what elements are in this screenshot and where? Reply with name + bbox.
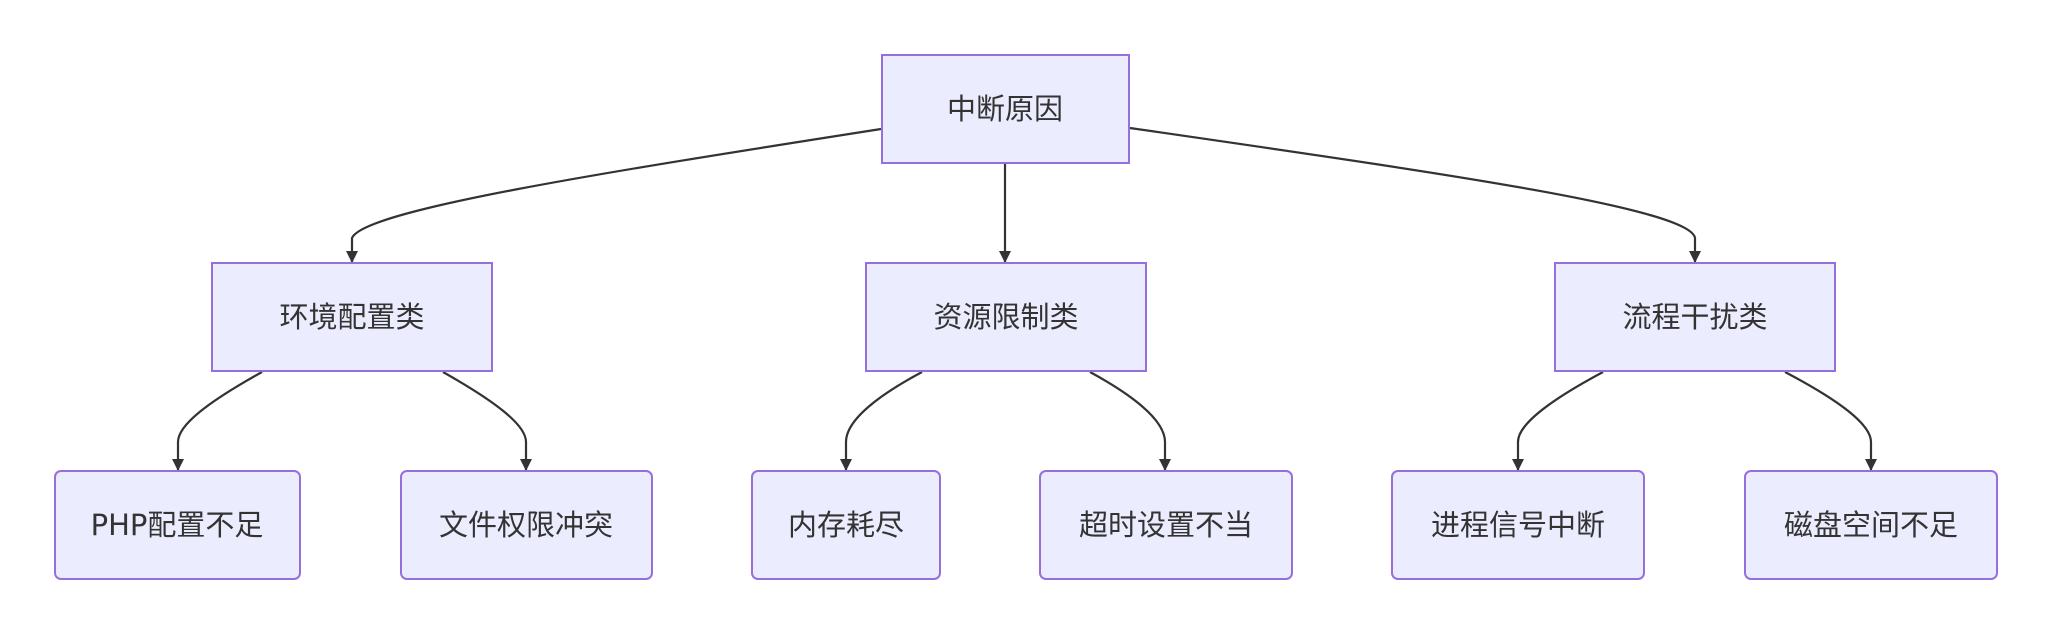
- node-env-box: [211, 262, 493, 372]
- node-php-box: [54, 470, 301, 580]
- node-signal-label: 进程信号中断: [1431, 508, 1605, 542]
- node-root-label: 中断原因: [947, 92, 1063, 126]
- edge-env-perm: [442, 371, 532, 471]
- node-perm-box: [400, 470, 653, 580]
- node-signal: 进程信号中断: [1391, 470, 1645, 580]
- node-process-label: 流程干扰类: [1622, 300, 1767, 334]
- edge-resource-mem: [840, 371, 923, 471]
- node-resource-label: 资源限制类: [933, 300, 1078, 334]
- node-perm-label: 文件权限冲突: [439, 508, 613, 542]
- node-php-label: PHP配置不足: [91, 508, 264, 542]
- node-timeout-label: 超时设置不当: [1079, 508, 1253, 542]
- node-timeout-box: [1039, 470, 1293, 580]
- edges: [172, 126, 1877, 471]
- node-disk-label: 磁盘空间不足: [1784, 508, 1958, 542]
- edge-env-php: [172, 371, 263, 471]
- node-root-box: [881, 54, 1130, 164]
- node-env-label: 环境配置类: [279, 300, 424, 334]
- node-php: PHP配置不足: [54, 470, 301, 580]
- node-timeout: 超时设置不当: [1039, 470, 1293, 580]
- node-resource: 资源限制类: [865, 262, 1147, 372]
- node-resource-box: [865, 262, 1147, 372]
- edge-root-process: [1129, 126, 1701, 263]
- node-process-box: [1554, 262, 1836, 372]
- node-process: 流程干扰类: [1554, 262, 1836, 372]
- node-disk: 磁盘空间不足: [1744, 470, 1998, 580]
- node-mem: 内存耗尽: [751, 470, 941, 580]
- edge-root-env: [346, 127, 882, 263]
- node-root: 中断原因: [881, 54, 1130, 164]
- edge-process-signal: [1512, 371, 1604, 471]
- nodes: 中断原因 环境配置类 资源限制类 流程干扰类 PHP配置不足 文件权限冲突 内存…: [54, 54, 1998, 580]
- node-mem-label: 内存耗尽: [788, 508, 904, 542]
- node-signal-box: [1391, 470, 1645, 580]
- node-disk-box: [1744, 470, 1998, 580]
- node-env: 环境配置类: [211, 262, 493, 372]
- node-perm: 文件权限冲突: [400, 470, 653, 580]
- edge-resource-timeout: [1089, 371, 1171, 471]
- node-mem-box: [751, 470, 941, 580]
- edge-process-disk: [1784, 371, 1877, 471]
